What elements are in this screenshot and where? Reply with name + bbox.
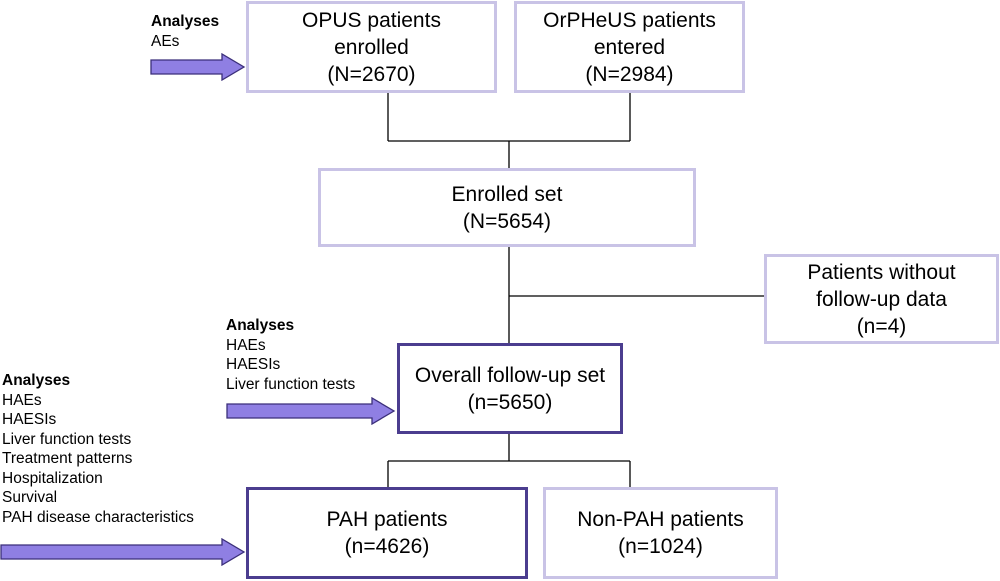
analysis-item: HAESIs (2, 411, 57, 428)
overall-title: Overall follow-up set (414, 363, 606, 387)
orpheus-title: OrPHeUS patients (543, 8, 716, 32)
analysis-item: HAESIs (226, 356, 281, 373)
without-followup-subtitle: follow-up data (816, 287, 947, 311)
enrolled-title: Enrolled set (451, 182, 563, 206)
opus-count: (N=2670) (327, 62, 416, 86)
analyses-annotation-middle: Analyses HAEs HAESIs Liver function test… (226, 316, 355, 394)
analysis-item: Liver function tests (226, 375, 356, 393)
opus-patients-box: OPUS patients enrolled (N=2670) (246, 1, 497, 93)
analysis-item: Hospitalization (2, 469, 103, 487)
orpheus-subtitle: entered (593, 35, 666, 59)
analyses-annotation-bottom: Analyses HAEs HAESIs Liver function test… (2, 371, 194, 527)
pah-count: (n=4626) (344, 535, 430, 558)
analysis-item: Treatment patterns (2, 450, 133, 467)
analysis-item: Liver function tests (2, 430, 132, 448)
orpheus-patients-box: OrPHeUS patients entered (N=2984) (514, 1, 745, 93)
orpheus-count: (N=2984) (585, 62, 674, 86)
arrow-right-icon (0, 538, 246, 566)
pah-patients-box: PAH patients (n=4626) (246, 487, 528, 579)
analysis-item: HAEs (2, 391, 42, 409)
opus-title: OPUS patients (302, 8, 441, 32)
analysis-item: AEs (151, 32, 180, 50)
analyses-annotation-top: Analyses AEs (151, 12, 219, 51)
patients-without-followup-box: Patients without follow-up data (n=4) (764, 254, 999, 344)
pah-title: PAH patients (326, 508, 448, 531)
enrolled-count: (N=5654) (462, 209, 552, 233)
analysis-item: HAEs (226, 336, 266, 354)
without-followup-count: (n=4) (856, 314, 907, 338)
overall-followup-set-box: Overall follow-up set (n=5650) (397, 343, 623, 434)
enrolled-set-box: Enrolled set (N=5654) (318, 168, 696, 247)
overall-count: (n=5650) (467, 390, 553, 414)
arrow-right-icon (226, 397, 396, 425)
analyses-heading: Analyses (2, 372, 71, 389)
analysis-item: Survival (2, 489, 58, 506)
analyses-heading: Analyses (151, 13, 220, 30)
opus-subtitle: enrolled (334, 35, 409, 59)
non-pah-title: Non-PAH patients (577, 508, 744, 531)
without-followup-title: Patients without (807, 260, 956, 284)
analyses-heading: Analyses (226, 317, 295, 334)
non-pah-count: (n=1024) (618, 535, 703, 558)
arrow-right-icon (150, 53, 246, 81)
analysis-item: PAH disease characteristics (2, 508, 194, 526)
non-pah-patients-box: Non-PAH patients (n=1024) (543, 487, 778, 579)
